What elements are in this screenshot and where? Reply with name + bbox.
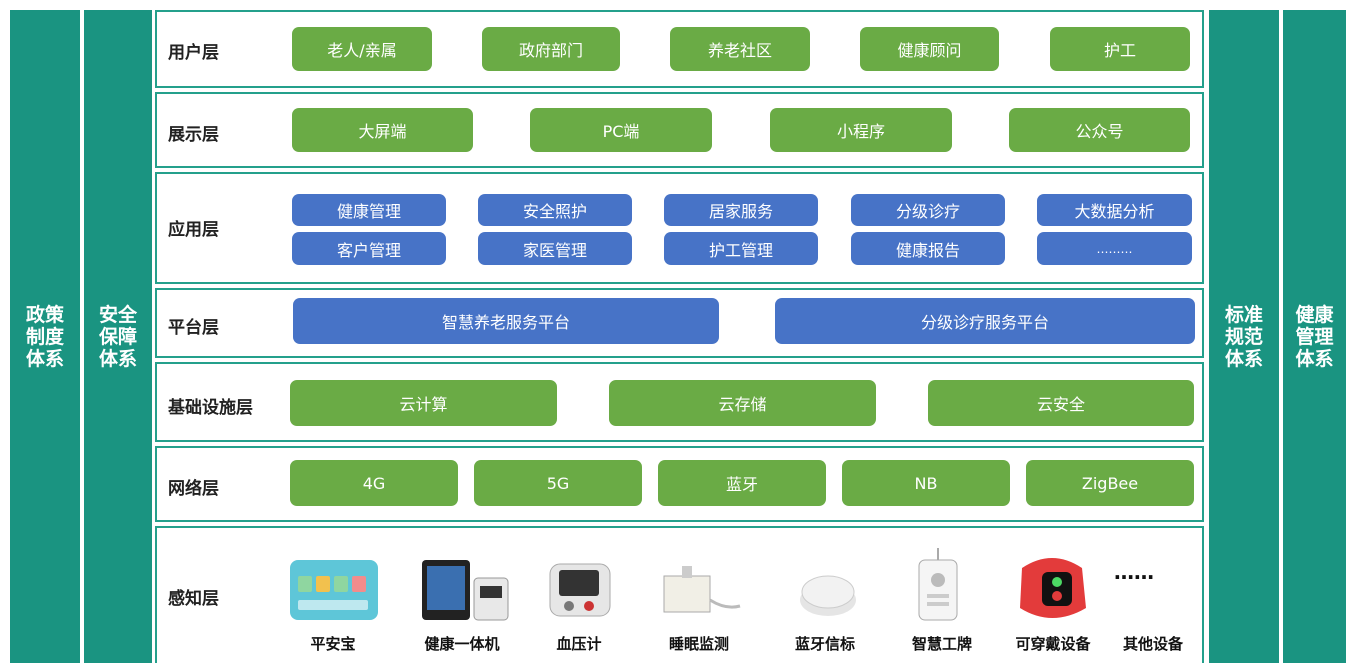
wearable-watch-icon [1020,558,1086,618]
application-item: 客户管理 [292,232,446,265]
application-item: 大数据分析 [1037,194,1192,226]
device-label: 血压计 [556,635,602,653]
user-layer-title: 用户层 [168,43,219,63]
device-label: 平安宝 [310,635,356,653]
security-system-label: 安全 保障 体系 [98,303,137,370]
more-devices-dots: …… [1114,560,1154,584]
user-item: 护工 [1050,27,1190,71]
security-system-panel: 安全 保障 体系 [84,10,152,663]
application-item: 健康管理 [292,194,446,226]
display-item: PC端 [530,108,712,152]
device-label: 蓝牙信标 [794,635,855,653]
user-item: 老人/亲属 [292,27,432,71]
standards-system-label: 标准 规范 体系 [1224,303,1263,370]
network-item: 5G [474,460,642,506]
infrastructure-item: 云安全 [928,380,1194,426]
application-item: 居家服务 [664,194,818,226]
sleep-monitor-icon [663,566,741,613]
perception-layer-title: 感知层 [168,589,219,609]
bluetooth-beacon-icon [800,575,856,616]
pingan-bao-device-icon [290,560,378,620]
blood-pressure-meter-icon [549,563,611,617]
device-label: 其他设备 [1122,635,1183,653]
infrastructure-item: 云存储 [609,380,876,426]
health-management-label: 健康 管理 体系 [1295,303,1334,370]
user-item: 健康顾问 [860,27,999,71]
standards-system-panel: 标准 规范 体系 [1209,10,1279,663]
network-item: NB [842,460,1010,506]
application-item: ……… [1037,232,1192,265]
application-layer-title: 应用层 [168,220,219,240]
smart-badge-icon [918,548,958,621]
infrastructure-item: 云计算 [290,380,557,426]
display-item: 小程序 [770,108,952,152]
policy-system-panel: 政策 制度 体系 [10,10,80,663]
platform-item: 智慧养老服务平台 [293,298,719,344]
device-label: 智慧工牌 [911,635,972,653]
network-item: 蓝牙 [658,460,826,506]
network-item: ZigBee [1026,460,1194,506]
policy-system-label: 政策 制度 体系 [25,303,64,370]
application-item: 健康报告 [851,232,1005,265]
user-item: 政府部门 [482,27,620,71]
display-item: 公众号 [1009,108,1190,152]
network-item: 4G [290,460,458,506]
network-layer-title: 网络层 [168,479,219,499]
health-management-panel: 健康 管理 体系 [1283,10,1346,663]
device-label: 健康一体机 [424,635,500,653]
platform-layer-title: 平台层 [168,318,219,338]
device-label: 可穿戴设备 [1015,635,1091,653]
device-label: 睡眠监测 [668,635,729,653]
application-item: 家医管理 [478,232,632,265]
application-item: 安全照护 [478,194,632,226]
application-item: 分级诊疗 [851,194,1005,226]
infrastructure-layer-title: 基础设施层 [168,398,253,418]
platform-item: 分级诊疗服务平台 [775,298,1195,344]
display-item: 大屏端 [292,108,473,152]
display-layer-title: 展示层 [168,125,219,145]
application-layer [155,172,1204,284]
user-item: 养老社区 [670,27,810,71]
health-kiosk-device-icon [422,560,509,621]
application-item: 护工管理 [664,232,818,265]
